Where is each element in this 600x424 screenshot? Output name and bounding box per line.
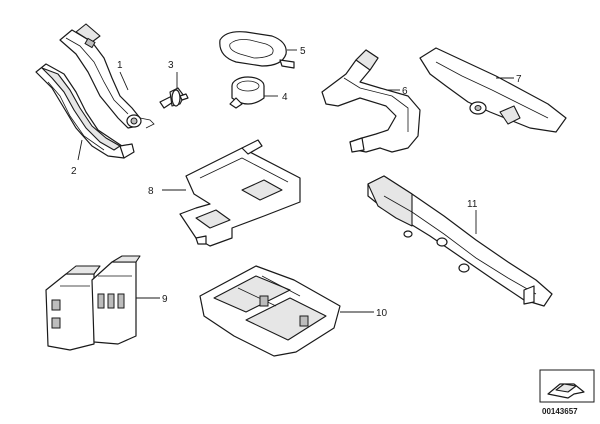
part-7-strap[interactable]	[419, 47, 567, 133]
part-8-plate[interactable]	[179, 139, 301, 247]
callout-9: 9	[162, 294, 168, 305]
doc-number: 00143657	[542, 407, 578, 416]
part-9-holder-block[interactable]	[45, 255, 141, 351]
callout-7: 7	[516, 74, 522, 85]
callout-5: 5	[300, 46, 306, 57]
part-10-tray[interactable]	[199, 265, 341, 357]
reference-box	[539, 369, 595, 403]
part-2-channel[interactable]	[35, 63, 135, 159]
part-5-gasket[interactable]	[219, 31, 295, 69]
part-4-clip[interactable]	[229, 76, 265, 109]
callout-4: 4	[282, 92, 288, 103]
leader-2	[77, 139, 83, 161]
callout-3: 3	[168, 60, 174, 71]
callout-8: 8	[148, 186, 154, 197]
part-3-rivet[interactable]	[159, 87, 189, 109]
leader-1	[119, 71, 129, 91]
part-6-holder[interactable]	[321, 49, 421, 153]
part-11-rail[interactable]	[367, 175, 553, 307]
callout-10: 10	[376, 308, 388, 319]
callout-1: 1	[117, 60, 123, 71]
part-1-bracket[interactable]	[59, 23, 155, 129]
callout-11: 11	[467, 199, 478, 210]
callout-2: 2	[71, 166, 77, 177]
callout-6: 6	[402, 86, 408, 97]
